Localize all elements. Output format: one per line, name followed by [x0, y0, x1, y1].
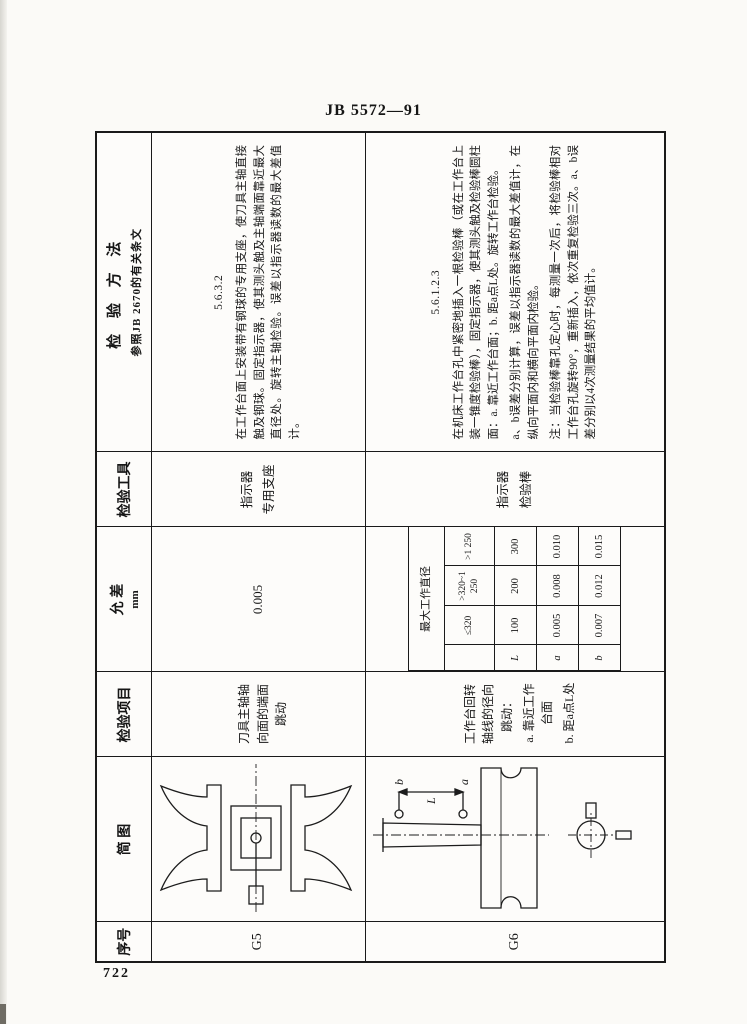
dimension-arrow-top — [396, 788, 408, 797]
col-header-method: 检 验 方 法 参照JB 2670的有关条文 — [96, 132, 151, 452]
col-header-item: 检验项目 — [96, 672, 151, 757]
item-text-g6: 工作台回转轴线的径向跳动： — [462, 684, 514, 745]
tolerance-subtable: 最大工作直径 ≤320 >320~1 250 >1 250 L — [408, 527, 621, 672]
inspection-table: 序号 简 图 检验项目 允 差 mm 检验工具 — [95, 131, 666, 963]
method-clause-g5: 5.6.3.2 — [212, 274, 225, 310]
rotary-table-section — [479, 767, 538, 910]
col-header-method-title: 检 验 方 法 — [107, 235, 124, 349]
detail-indicator — [584, 802, 597, 820]
table-row-g5: G5 — [151, 132, 365, 962]
subtable-title-row: 最大工作直径 — [408, 527, 445, 671]
col-header-tolerance-label: 允 差 — [110, 583, 126, 616]
g6-diagram-label-b: b — [392, 780, 406, 786]
doc-number: JB 5572—91 — [325, 102, 422, 119]
col-header-tool: 检验工具 — [96, 452, 151, 527]
col-header-diagram-label: 简 图 — [117, 823, 133, 856]
detail-stem — [614, 830, 632, 841]
method-clause-g6: 5.6.1.2.3 — [429, 269, 442, 315]
indicator-contact-a — [457, 809, 468, 820]
table-row-g6: G6 — [365, 132, 665, 962]
subtable-col-header: >320~1 250 — [444, 566, 495, 606]
g6-rotary-table-diagram: b a L — [372, 767, 632, 910]
subtable-value: 300 — [494, 527, 537, 566]
subtable-corner — [444, 645, 495, 671]
serial-cell-g5: G5 — [151, 922, 365, 962]
g6-diagram-label-dim: L — [424, 798, 438, 806]
indicator-contact-b — [393, 809, 404, 820]
subtable-value: 100 — [494, 606, 537, 645]
col-header-serial-label: 序号 — [117, 927, 133, 956]
spindle-housing-bottom — [289, 784, 352, 893]
col-header-serial: 序号 — [96, 922, 151, 962]
item-cell-g5: 刀具主轴轴向面的端面跳动 — [151, 672, 365, 757]
tolerance-cell-g5: 0.005 — [151, 527, 365, 672]
method-cell-g5: 5.6.3.2 在工作台面上安装带有钢球的专用支座，使刀具主轴直接触及钢球。固定… — [151, 132, 365, 452]
method-paragraph: 注：当检验棒靠孔定心时，每测量一次后，将检验棒相对工作台孔旋转90°，重新插入，… — [549, 145, 598, 440]
col-header-item-label: 检验项目 — [117, 686, 133, 743]
spindle-housing-top — [159, 784, 222, 893]
subtable-row-label: L — [494, 645, 537, 671]
tolerance-cell-g6: 最大工作直径 ≤320 >320~1 250 >1 250 L — [365, 527, 665, 672]
subtable-value: 0.005 — [536, 606, 579, 645]
subtable-value: 0.012 — [578, 566, 621, 606]
item-subitem: b. 距a点L处 — [561, 682, 576, 744]
subtable-value: 0.008 — [536, 566, 579, 606]
subtable-col-header: >1 250 — [444, 527, 495, 566]
col-header-tool-label: 检验工具 — [117, 461, 133, 518]
scan-smudge — [0, 1004, 6, 1024]
col-header-tolerance: 允 差 mm — [96, 527, 151, 672]
subtable-row-label: a — [536, 645, 579, 671]
g5-spindle-diagram — [159, 764, 352, 913]
method-paragraph: 在机床工作台孔中紧密地插入一根检验棒（或在工作台上装一锥度检验棒），固定指示器，… — [452, 145, 501, 440]
col-header-method-subtitle: 参照JB 2670的有关条文 — [131, 227, 144, 357]
dimension-arrow-bottom — [453, 788, 465, 797]
tool-item: 检验棒 — [518, 470, 533, 509]
tool-item: 专用支座 — [262, 464, 276, 515]
method-paragraph: 在工作台面上安装带有钢球的专用支座，使刀具主轴直接触及钢球。固定指示器，使其测头… — [235, 145, 302, 440]
subtable-col-header: ≤320 — [444, 606, 495, 645]
item-text-g5: 刀具主轴轴向面的端面跳动 — [237, 684, 289, 745]
method-cell-g6: 5.6.1.2.3 在机床工作台孔中紧密地插入一根检验棒（或在工作台上装一锥度检… — [365, 132, 665, 452]
header-row: 序号 简 图 检验项目 允 差 mm 检验工具 — [96, 132, 151, 962]
scan-edge-shadow — [0, 0, 7, 1024]
method-paragraph: a、b误差分别计算，误差以指示器读数的最大差值计，在纵向平面内和横向平面内检验。 — [510, 145, 540, 440]
tool-item: 指示器 — [239, 470, 254, 509]
subtable-value: 0.010 — [536, 527, 579, 566]
g6-diagram-label-a: a — [457, 780, 471, 786]
subtable-value: 0.007 — [578, 606, 621, 645]
tool-cell-g5: 指示器 专用支座 — [151, 452, 365, 527]
subtable-row-label: b — [578, 645, 621, 671]
col-header-diagram: 简 图 — [96, 757, 151, 922]
diagram-cell-g6: b a L — [365, 757, 665, 922]
item-subitem: a. 靠近工作台面 — [521, 683, 555, 743]
tool-cell-g6: 指示器 检验棒 — [365, 452, 665, 527]
tool-item: 指示器 — [496, 470, 510, 509]
subtable-row-L: L 100 200 300 — [494, 527, 537, 671]
serial-cell-g6: G6 — [365, 922, 665, 962]
rotated-table-area: 序号 简 图 检验项目 允 差 mm 检验工具 — [95, 131, 666, 963]
tolerance-value-g5: 0.005 — [250, 584, 265, 615]
subtable-value: 0.015 — [578, 527, 621, 566]
subtable-header-row: ≤320 >320~1 250 >1 250 — [444, 527, 495, 671]
subtable-row-a: a 0.005 0.008 0.010 — [536, 527, 579, 671]
page-number: 722 — [103, 966, 130, 981]
natural-orientation-table: 序号 简 图 检验项目 允 差 mm 检验工具 — [95, 131, 666, 963]
item-cell-g6: 工作台回转轴线的径向跳动： a. 靠近工作台面 b. 距a点L处 — [365, 672, 665, 757]
subtable-value: 200 — [494, 566, 537, 606]
subtable-title: 最大工作直径 — [408, 527, 445, 671]
diagram-cell-g5 — [151, 757, 365, 922]
subtable-row-b: b 0.007 0.012 0.015 — [578, 527, 621, 671]
col-header-tolerance-unit: mm — [128, 590, 141, 609]
